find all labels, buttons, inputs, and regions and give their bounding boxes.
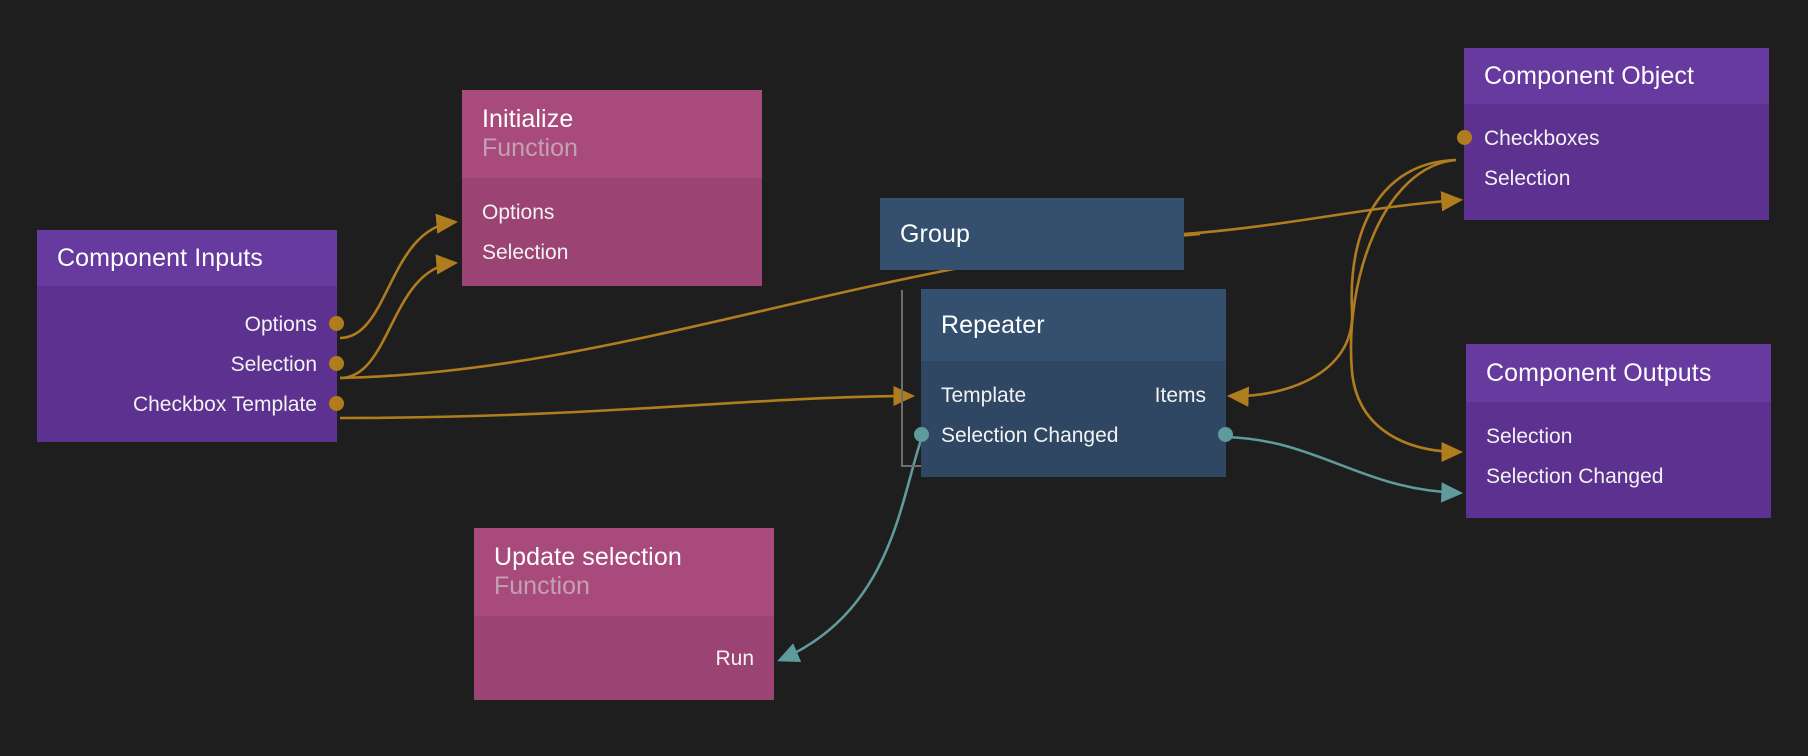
port-row-repeater-template-items[interactable]: Template Items [921,375,1226,415]
wire-group-to-component-object-selection [1183,191,1464,236]
update-selection-title: Update selection [494,543,682,572]
update-selection-body: Run [474,616,774,700]
component-object-title: Component Object [1484,61,1695,90]
initialize-header[interactable]: Initialize Function [462,90,762,178]
wire-inputs-options-to-initialize-options [339,213,459,340]
initialize-title: Initialize [482,105,574,134]
port-row-run[interactable]: Run [474,638,774,678]
repeater-body: Template Items Selection Changed [914,361,1233,477]
port-row-initialize-options[interactable]: Options [462,192,762,232]
port-connector-selection-dot[interactable] [329,356,344,371]
component-inputs-title: Component Inputs [57,243,263,272]
port-label-initialize-options: Options [482,200,555,224]
port-row-outputs-selection-changed[interactable]: Selection Changed [1466,456,1771,496]
port-label-outputs-selection-changed: Selection Changed [1486,464,1664,488]
port-label-selection: Selection [230,352,317,376]
wire-inputs-selection-to-initialize-selection [339,254,459,380]
component-inputs-header[interactable]: Component Inputs [37,230,337,286]
port-label-options: Options [244,312,317,336]
update-selection-subtitle: Function [494,572,590,600]
wire-inputs-checkbox-template-to-repeater-template [339,385,916,420]
port-row-component-object-selection[interactable]: Selection [1464,158,1769,198]
component-outputs-body: Selection Selection Changed [1466,402,1771,518]
port-connector-checkboxes-dot[interactable] [1457,130,1472,145]
port-connector-selection-changed-out-dot[interactable] [1218,427,1233,442]
port-row-initialize-selection[interactable]: Selection [462,232,762,272]
port-label-component-object-selection: Selection [1484,166,1571,190]
group-header[interactable]: Group [880,198,1184,270]
port-connector-checkbox-template-dot[interactable] [329,396,344,411]
wire-repeater-selection-changed-to-outputs [1225,435,1464,503]
update-selection-header[interactable]: Update selection Function [474,528,774,616]
port-row-options[interactable]: Options [37,304,344,344]
wire-repeater-selection-changed-to-update-selection-run [777,436,924,662]
port-row-outputs-selection[interactable]: Selection [1466,416,1771,456]
port-row-checkboxes[interactable]: Checkboxes [1457,118,1769,158]
port-row-repeater-selection-changed[interactable]: Selection Changed [914,415,1233,455]
port-label-template: Template [941,383,1027,407]
node-component-object[interactable]: Component Object Checkboxes Selection [1457,48,1769,220]
component-object-header[interactable]: Component Object [1464,48,1769,104]
port-row-selection[interactable]: Selection [37,344,344,384]
node-group[interactable]: Group [880,198,1184,270]
wire-component-object-to-component-outputs-selection [1349,158,1464,463]
port-label-initialize-selection: Selection [482,240,569,264]
node-component-outputs[interactable]: Component Outputs Selection Selection Ch… [1466,344,1771,518]
wire-component-object-checkboxes-to-repeater-items [1226,158,1457,407]
port-row-checkbox-template[interactable]: Checkbox Template [37,384,344,424]
node-repeater[interactable]: Repeater Template Items Selection Change… [914,289,1233,477]
component-object-body: Checkboxes Selection [1457,104,1769,220]
port-label-outputs-selection: Selection [1486,424,1573,448]
port-connector-selection-changed-in-dot[interactable] [914,427,929,442]
repeater-header[interactable]: Repeater [921,289,1226,361]
port-label-checkboxes: Checkboxes [1484,126,1600,150]
initialize-body: Options Selection [462,178,762,286]
port-connector-options-dot[interactable] [329,316,344,331]
component-outputs-header[interactable]: Component Outputs [1466,344,1771,402]
port-label-items: Items [1154,383,1206,407]
component-outputs-title: Component Outputs [1486,358,1712,387]
port-label-checkbox-template: Checkbox Template [132,392,317,416]
port-label-run: Run [715,646,754,670]
port-label-repeater-selection-changed: Selection Changed [941,423,1119,447]
node-update-selection[interactable]: Update selection Function Run [474,528,774,700]
repeater-title: Repeater [941,310,1045,339]
node-component-inputs[interactable]: Component Inputs Options Selection Check… [37,230,344,442]
group-title: Group [900,219,970,248]
component-inputs-body: Options Selection Checkbox Template [37,286,344,442]
initialize-subtitle: Function [482,134,578,162]
node-initialize[interactable]: Initialize Function Options Selection [462,90,762,286]
